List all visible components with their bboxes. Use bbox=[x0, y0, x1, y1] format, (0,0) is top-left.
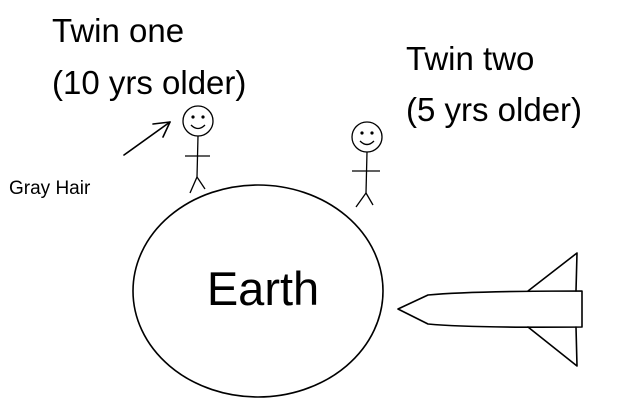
twin-two-eye-right bbox=[370, 131, 374, 135]
twin-two-body bbox=[365, 151, 368, 194]
twin-one-eye-left bbox=[191, 115, 195, 119]
twin-two-head bbox=[351, 121, 383, 153]
twin-two-leg-right bbox=[365, 192, 374, 206]
twin-two-age: (5 yrs older) bbox=[406, 91, 582, 128]
twin-two-eye-left bbox=[360, 131, 364, 135]
twin-one-title: Twin one bbox=[52, 12, 184, 49]
twin-two-smile bbox=[359, 140, 375, 146]
twin-one-figure bbox=[182, 105, 214, 194]
twin-one-smile bbox=[190, 124, 206, 130]
twin-one-eye-right bbox=[201, 115, 205, 119]
twin-one-leg-left bbox=[189, 176, 198, 194]
twin-one-leg-right bbox=[196, 176, 206, 190]
earth-label: Earth bbox=[207, 262, 319, 315]
twin-two-leg-left bbox=[355, 192, 367, 208]
rocket-fin-bottom bbox=[527, 326, 578, 367]
rocket bbox=[397, 252, 583, 367]
rocket-body bbox=[397, 290, 583, 328]
twin-two-title: Twin two bbox=[406, 40, 534, 77]
gray-hair-note: Gray Hair bbox=[9, 178, 91, 199]
twin-one-head bbox=[182, 105, 214, 137]
gray-hair-arrow bbox=[123, 121, 171, 156]
earth-circle bbox=[132, 184, 384, 398]
twin-one-age: (10 yrs older) bbox=[52, 64, 246, 101]
rocket-fin-top bbox=[527, 252, 578, 292]
twin-two-figure bbox=[351, 121, 383, 208]
